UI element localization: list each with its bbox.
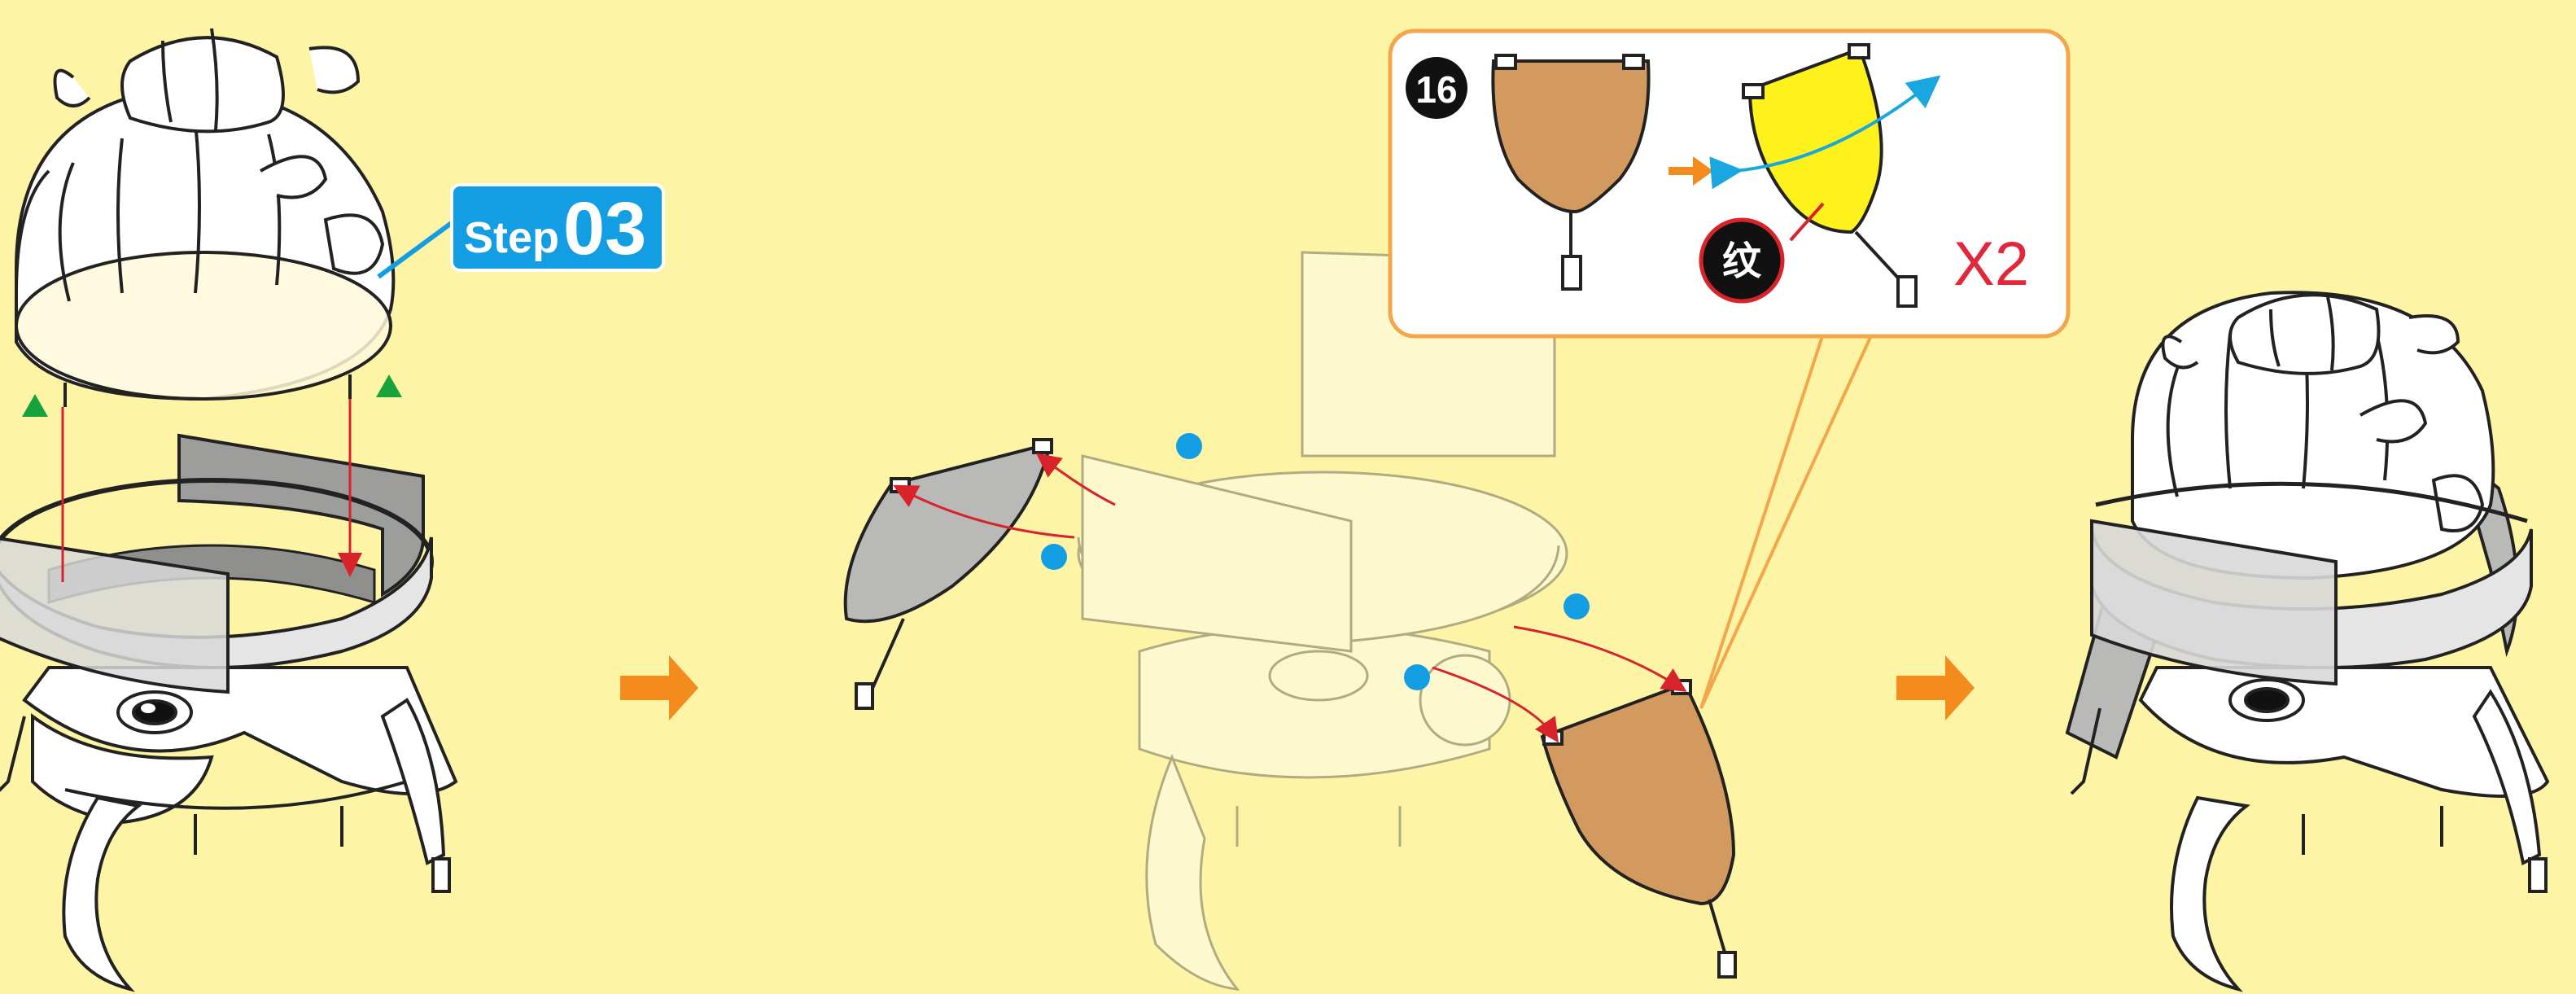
gray-fin-part xyxy=(846,440,1052,708)
ring-band xyxy=(0,436,431,692)
arrow-right-icon xyxy=(1896,655,1975,720)
step-number: 03 xyxy=(563,187,646,270)
guide-line xyxy=(1514,627,1681,688)
brown-fin-part xyxy=(1542,681,1735,977)
detail-panel: 16 纹 X2 xyxy=(1390,31,2068,336)
middle-assembly xyxy=(846,252,1735,989)
callout-pointer xyxy=(1701,334,1872,708)
quantity-label: X2 xyxy=(1953,230,2029,299)
arrow-right-icon xyxy=(620,655,698,720)
step-callout: Step 03 xyxy=(378,185,663,277)
part-number: 16 xyxy=(1415,68,1457,111)
blue-dot-icon xyxy=(1404,664,1430,690)
texture-marker: 纹 xyxy=(1722,239,1762,284)
step-word: Step xyxy=(464,213,559,262)
alignment-triangle-icon xyxy=(22,394,48,417)
blue-dot-icon xyxy=(1041,544,1067,570)
dome-head xyxy=(16,28,393,407)
alignment-triangle-icon xyxy=(376,374,402,397)
blue-dot-icon xyxy=(1176,433,1202,459)
left-exploded-assembly xyxy=(0,28,456,989)
completed-assembly xyxy=(2067,292,2548,989)
blue-dot-icon xyxy=(1564,593,1590,620)
lower-body xyxy=(0,668,456,989)
